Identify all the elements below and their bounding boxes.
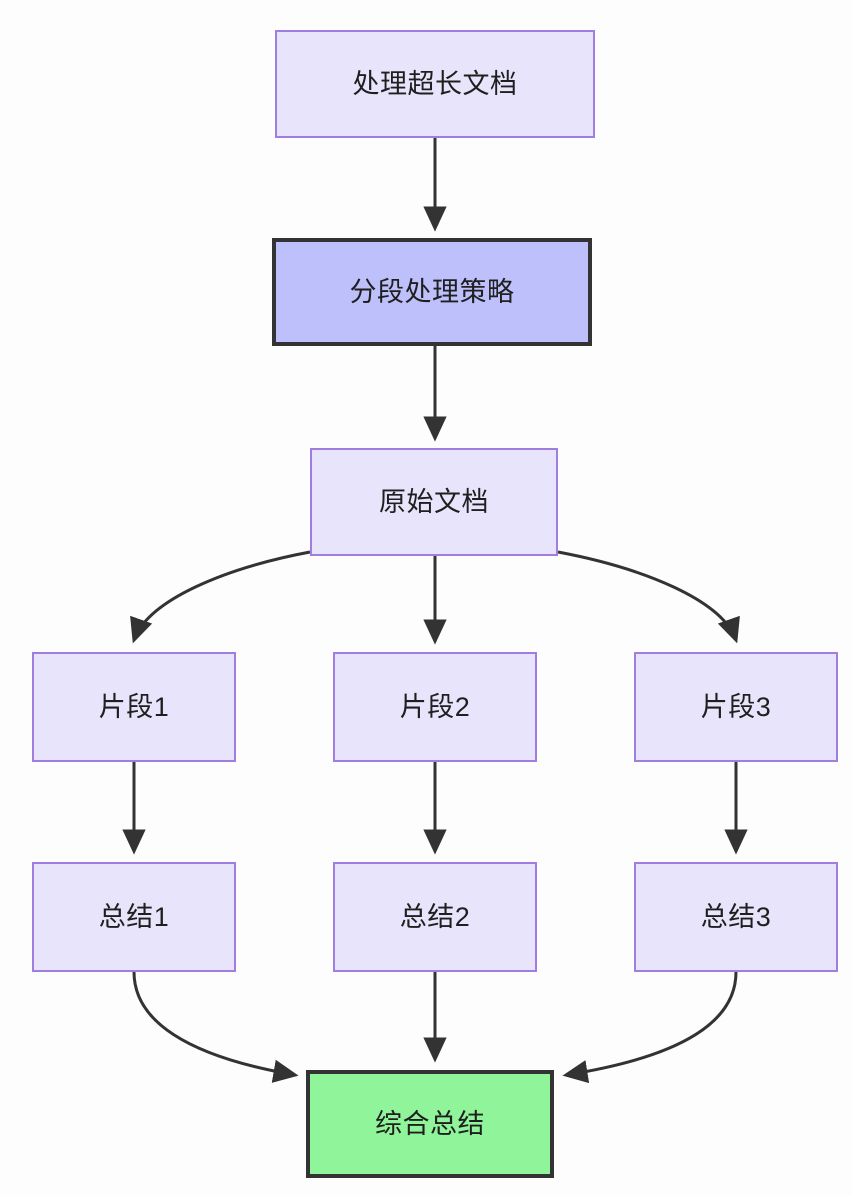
node-summary-2[interactable]: 总结2 (333, 862, 537, 972)
node-source-document[interactable]: 原始文档 (310, 448, 558, 556)
node-summary-1[interactable]: 总结1 (32, 862, 236, 972)
edge-source-to-chunk3 (557, 550, 740, 644)
node-summary-3[interactable]: 总结3 (634, 862, 838, 972)
node-chunk-1[interactable]: 片段1 (32, 652, 236, 762)
node-chunk-2[interactable]: 片段2 (333, 652, 537, 762)
node-label: 片段1 (98, 691, 170, 722)
node-chunk-3[interactable]: 片段3 (634, 652, 838, 762)
node-label: 总结2 (399, 901, 471, 932)
node-label: 综合总结 (375, 1108, 485, 1139)
node-label: 片段3 (700, 691, 772, 722)
node-chunking-strategy[interactable]: 分段处理策略 (272, 238, 592, 346)
node-label: 总结1 (98, 901, 170, 932)
node-label: 总结3 (700, 901, 772, 932)
node-label: 片段2 (399, 691, 471, 722)
node-label: 分段处理策略 (349, 276, 515, 307)
edge-sum3-to-final (562, 971, 738, 1084)
edge-source-to-chunk1 (130, 550, 311, 644)
node-label: 处理超长文档 (352, 68, 518, 99)
node-label: 原始文档 (379, 486, 489, 517)
node-combined-summary[interactable]: 综合总结 (306, 1070, 554, 1178)
edge-sum1-to-final (132, 971, 299, 1083)
node-process-long-document[interactable]: 处理超长文档 (275, 30, 595, 138)
